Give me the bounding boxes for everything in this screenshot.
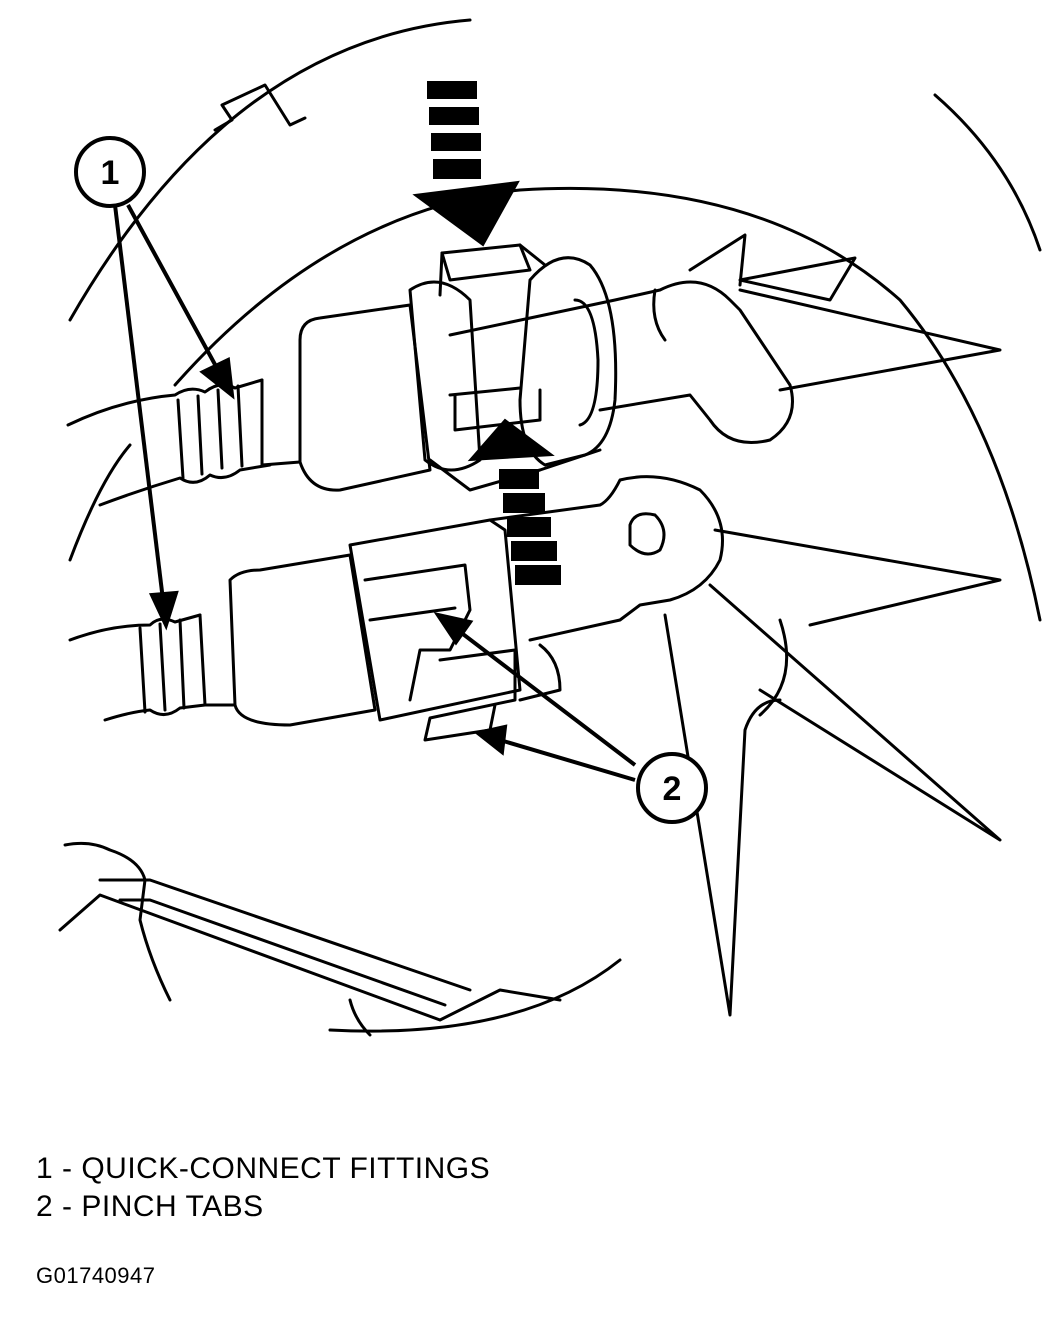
figure-id: G01740947 — [36, 1263, 156, 1288]
callout-1-arrowhead-upper — [199, 356, 235, 400]
callout-1-arrowhead-lower — [148, 590, 179, 631]
callout-2-arrowhead-upper — [433, 611, 474, 646]
lower-boss — [628, 512, 666, 556]
lower-spoke-diag — [708, 583, 1002, 842]
push-up-arrow — [467, 418, 561, 585]
upper-tab-slot — [453, 388, 542, 432]
fuel-line-quick-connect-diagram: 1 2 — [58, 18, 1042, 1037]
callout-2: 2 — [636, 752, 708, 824]
lower-fitting-body — [198, 553, 377, 727]
upper-retainer — [408, 280, 482, 472]
lower-harness — [58, 841, 562, 1022]
push-down-arrow — [412, 81, 520, 247]
callout-1-number: 1 — [101, 154, 120, 192]
upper-tube — [448, 280, 794, 444]
callout-1-leader-upper — [126, 204, 220, 371]
callout-1: 1 — [74, 136, 146, 208]
upper-hose-ribs — [176, 384, 244, 480]
lower-tube — [488, 475, 724, 642]
callout-2-number: 2 — [663, 770, 682, 808]
legend-item-1: 1 - QUICK-CONNECT FITTINGS — [36, 1152, 491, 1185]
lower-spoke-right — [713, 528, 1002, 627]
upper-fitting-body — [260, 303, 432, 492]
housing-bottom-arc — [328, 958, 622, 1033]
housing-notch — [213, 83, 307, 132]
legend: 1 - QUICK-CONNECT FITTINGS 2 - PINCH TAB… — [36, 1150, 490, 1226]
callout-1-leader-lower — [113, 204, 165, 601]
housing-inner-arc — [173, 186, 1042, 622]
callout-2-arrowhead-lower — [473, 724, 508, 756]
upper-ring — [518, 256, 618, 467]
upper-spoke — [738, 256, 857, 302]
lower-hose-ribs — [138, 618, 186, 714]
callout-2-leader-lower — [499, 738, 636, 782]
legend-item-2: 2 - PINCH TABS — [36, 1190, 264, 1223]
housing-lower-arc — [68, 443, 132, 562]
housing-outline-right — [933, 93, 1042, 252]
lower-retainer — [348, 518, 522, 722]
housing-outline — [68, 18, 472, 322]
callout-2-leader-upper — [453, 626, 637, 767]
